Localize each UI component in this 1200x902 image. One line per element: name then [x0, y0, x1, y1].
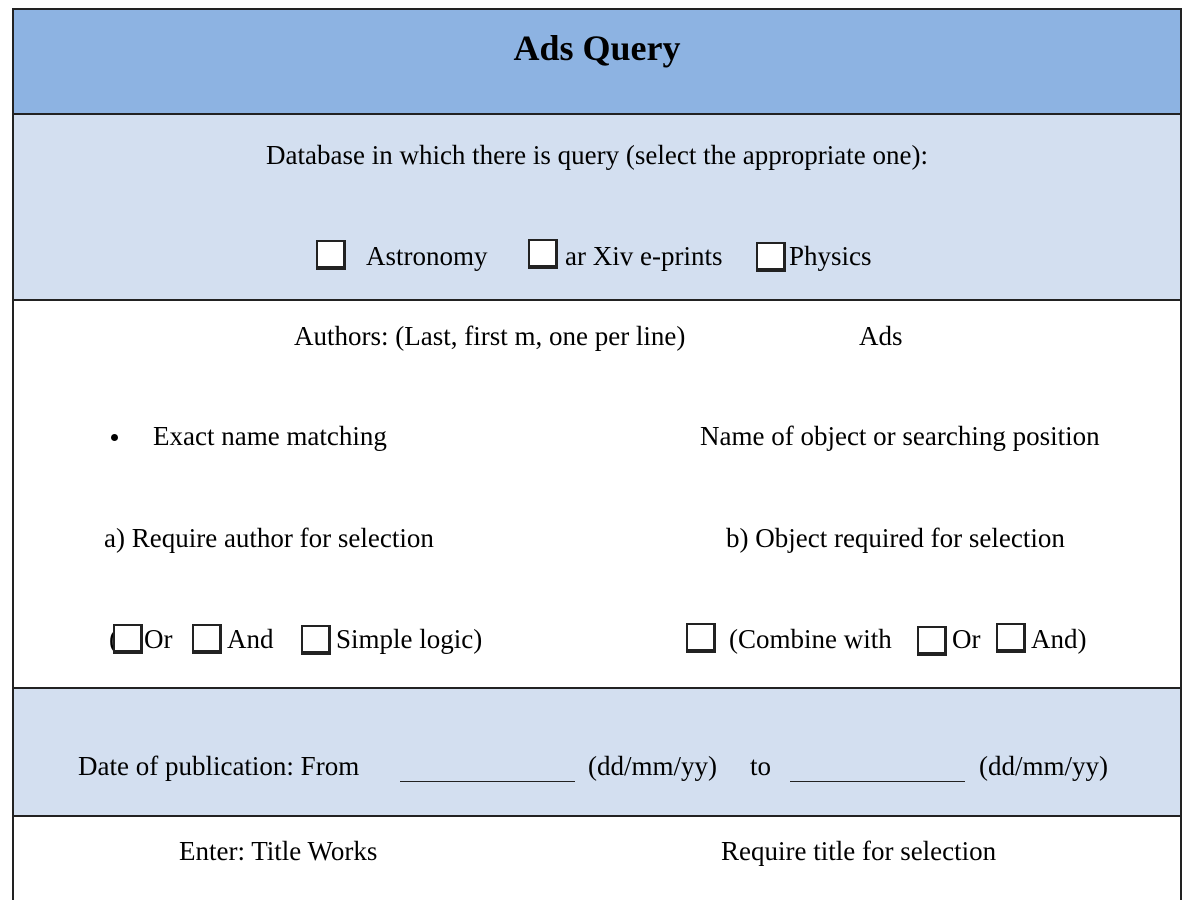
arxiv-checkbox[interactable]	[528, 239, 558, 269]
date-to-field[interactable]	[790, 781, 965, 782]
combine-label: (Combine with	[729, 624, 892, 654]
object-or-checkbox[interactable]	[917, 626, 947, 656]
require-title-label: Require title for selection	[721, 836, 997, 866]
combine-checkbox[interactable]	[686, 623, 716, 653]
date-section: Date of publication: From (dd/mm/yy) to …	[14, 689, 1180, 817]
exact-name-matching-label: Exact name matching	[153, 421, 387, 451]
form-title: Ads Query	[513, 28, 681, 68]
authors-section: Authors: (Last, first m, one per line) A…	[14, 301, 1180, 689]
author-and-checkbox[interactable]	[192, 624, 222, 654]
ads-query-form: Ads Query Database in which there is que…	[12, 8, 1182, 902]
date-to-format: (dd/mm/yy)	[979, 751, 1108, 781]
object-and-label: And)	[1031, 624, 1087, 654]
title-section: Ads Query	[14, 10, 1180, 115]
require-author-label: a) Require author for selection	[104, 523, 434, 553]
object-or-label: Or	[952, 624, 981, 654]
date-from-field[interactable]	[400, 781, 575, 782]
date-from-label: Date of publication: From	[78, 751, 360, 781]
ads-label: Ads	[859, 321, 903, 351]
date-from-format: (dd/mm/yy)	[588, 751, 717, 781]
author-or-label: Or	[144, 624, 173, 654]
title-works-section: Enter: Title Works Require title for sel…	[14, 817, 1180, 902]
author-and-label: And	[227, 624, 274, 654]
object-required-label: b) Object required for selection	[726, 523, 1065, 553]
object-and-checkbox[interactable]	[996, 623, 1026, 653]
simple-logic-label: Simple logic)	[336, 624, 483, 654]
author-or-checkbox[interactable]	[113, 624, 143, 654]
physics-label: Physics	[789, 241, 872, 271]
authors-label: Authors: (Last, first m, one per line)	[294, 321, 686, 351]
simple-logic-checkbox[interactable]	[301, 625, 331, 655]
astronomy-label: Astronomy	[366, 241, 488, 271]
database-prompt: Database in which there is query (select…	[266, 140, 928, 170]
date-to-label: to	[750, 751, 772, 781]
database-section: Database in which there is query (select…	[14, 115, 1180, 301]
physics-checkbox[interactable]	[756, 242, 786, 272]
title-works-label: Enter: Title Works	[179, 836, 378, 866]
object-name-label: Name of object or searching position	[700, 421, 1100, 451]
arxiv-label: ar Xiv e-prints	[565, 241, 723, 271]
bullet-icon	[111, 434, 118, 441]
astronomy-checkbox[interactable]	[316, 240, 346, 270]
